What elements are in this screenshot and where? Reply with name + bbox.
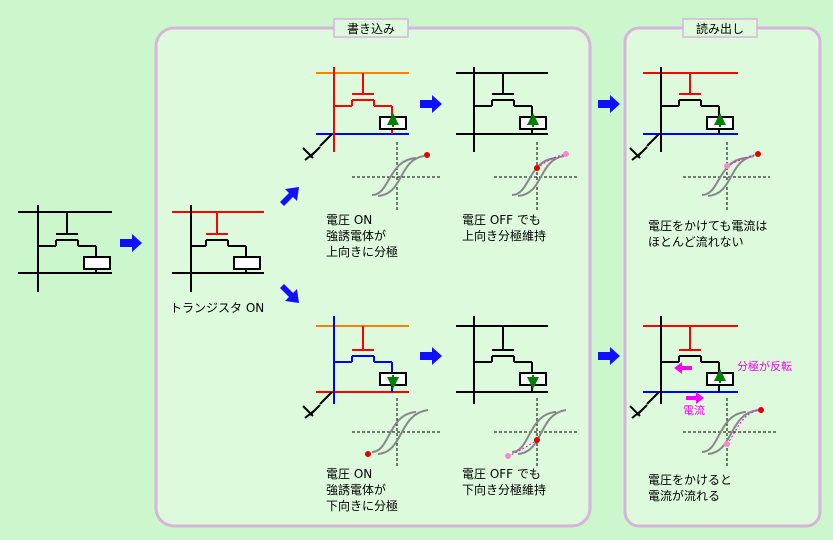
arrow-right-read-up bbox=[598, 95, 620, 113]
cell-transistor-on bbox=[172, 205, 264, 292]
caption-read-down-1: 電圧をかけると bbox=[648, 473, 732, 487]
caption-write-up-on-3: 上向きに分極 bbox=[326, 244, 398, 259]
cell-read-up bbox=[629, 67, 738, 161]
hysteresis-write-up-off bbox=[494, 142, 578, 212]
caption-transistor-on: トランジスタ ON bbox=[170, 301, 264, 315]
arrow-right-write-down bbox=[420, 347, 442, 365]
arrow-right-write-up bbox=[420, 95, 442, 113]
hysteresis-read-down bbox=[683, 398, 776, 466]
caption-write-down-off-2: 下向き分極維持 bbox=[462, 482, 546, 497]
cell-write-down-off bbox=[456, 316, 548, 404]
caption-write-up-off-1: 電圧 OFF でも bbox=[462, 213, 541, 227]
cell-write-up-on bbox=[302, 67, 409, 161]
hysteresis-write-down-off bbox=[494, 398, 578, 466]
caption-write-down-on-3: 下向きに分極 bbox=[326, 498, 398, 513]
arrow-diag-down bbox=[280, 284, 299, 303]
read-section-title: 読み出し bbox=[696, 21, 744, 36]
arrow-right-1 bbox=[120, 234, 142, 252]
current-arrow-right bbox=[686, 392, 704, 404]
caption-write-down-on-2: 強誘電体が bbox=[326, 482, 386, 497]
annotation-polarization-flip: 分極が反転 bbox=[737, 359, 792, 373]
caption-read-down-2: 電流が流れる bbox=[648, 488, 720, 503]
hysteresis-write-down-on bbox=[352, 398, 440, 466]
caption-write-down-off-1: 電圧 OFF でも bbox=[462, 467, 541, 481]
cell-write-up-off bbox=[456, 67, 548, 152]
caption-read-up-2: ほとんど流れない bbox=[648, 235, 744, 249]
cell-initial bbox=[18, 205, 112, 292]
caption-write-up-off-2: 上向き分極維持 bbox=[462, 228, 546, 243]
read-panel bbox=[623, 26, 822, 528]
caption-write-down-on-1: 電圧 ON bbox=[326, 467, 372, 481]
cell-read-down bbox=[629, 316, 738, 419]
hysteresis-read-up bbox=[683, 142, 770, 212]
annotation-current: 電流 bbox=[683, 403, 705, 417]
cell-write-down-on bbox=[302, 316, 409, 419]
hysteresis-write-up-on bbox=[352, 142, 440, 212]
current-arrow-left bbox=[674, 362, 692, 374]
arrow-right-read-down bbox=[598, 347, 620, 365]
caption-write-up-on-2: 強誘電体が bbox=[326, 228, 386, 243]
caption-read-up-1: 電圧をかけても電流は bbox=[648, 219, 767, 233]
caption-write-up-on-1: 電圧 ON bbox=[326, 213, 372, 227]
write-section-title: 書き込み bbox=[347, 22, 395, 36]
arrow-diag-up bbox=[280, 187, 299, 206]
